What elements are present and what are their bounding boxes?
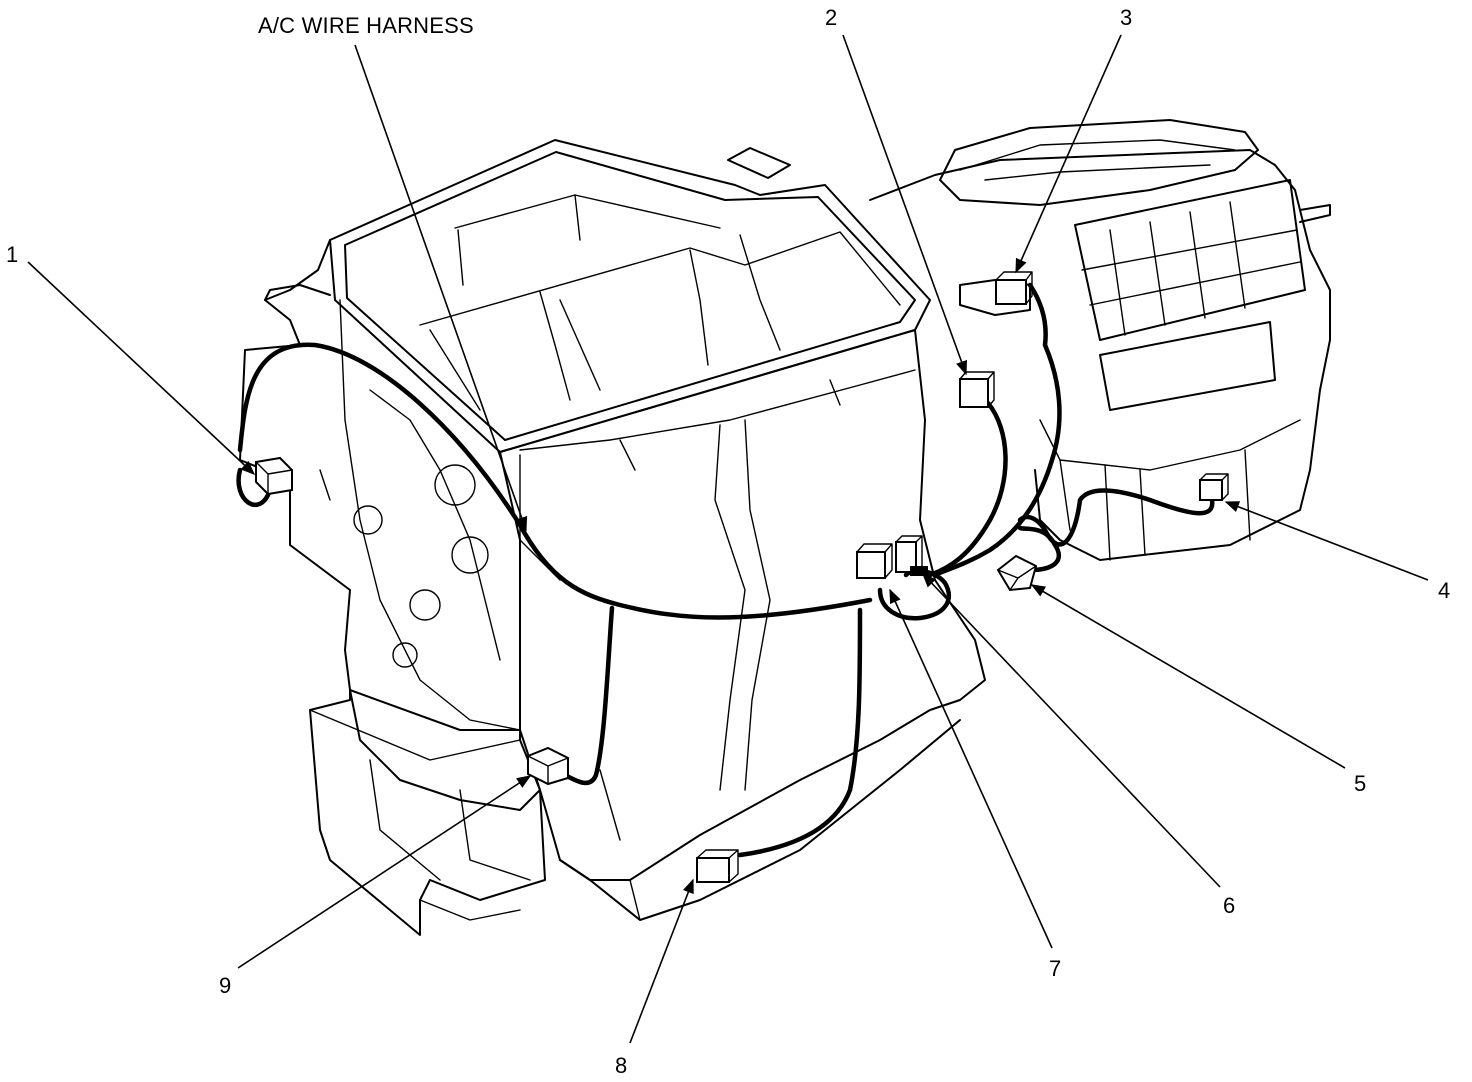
callout-2: 2 <box>825 5 837 30</box>
callout-6: 6 <box>1223 893 1235 918</box>
wire-loop-6-7 <box>877 568 952 621</box>
leader-3 <box>1015 34 1122 274</box>
wire-to-connector-3 <box>932 282 1062 578</box>
leader-lines <box>27 34 1429 1044</box>
hvac-unit-outline <box>239 119 1331 936</box>
harness-label: A/C WIRE HARNESS <box>258 13 474 38</box>
connectors <box>255 271 1229 883</box>
leader-8 <box>629 878 694 1044</box>
leader-9 <box>237 775 532 969</box>
labels: A/C WIRE HARNESS 1 2 3 4 5 6 7 8 9 <box>6 5 1450 1078</box>
callout-3: 3 <box>1120 5 1132 30</box>
harness-wires <box>236 282 1215 858</box>
connector-4[interactable] <box>1199 473 1229 501</box>
leader-4 <box>1224 501 1429 581</box>
main-harness-trunk <box>237 342 873 620</box>
leader-7 <box>889 588 1053 949</box>
connector-5[interactable] <box>996 554 1038 592</box>
leader-harness <box>354 44 528 532</box>
callout-1: 1 <box>6 242 18 267</box>
wire-to-connector-5 <box>1017 525 1062 573</box>
wire-to-connector-8 <box>737 607 863 858</box>
connector-2[interactable] <box>959 371 995 408</box>
wire-to-connector-4 <box>1017 488 1215 547</box>
callout-8: 8 <box>615 1053 627 1078</box>
leader-2 <box>842 34 967 376</box>
callout-5: 5 <box>1354 771 1366 796</box>
connector-7[interactable] <box>856 543 893 579</box>
leader-1 <box>27 261 256 475</box>
leader-5 <box>1030 584 1346 769</box>
connector-3[interactable] <box>995 271 1033 305</box>
callout-4: 4 <box>1438 578 1450 603</box>
leader-6 <box>922 572 1221 888</box>
wire-to-connector-2 <box>927 400 1008 578</box>
callout-7: 7 <box>1049 956 1061 981</box>
connector-1[interactable] <box>255 456 293 496</box>
connector-6[interactable] <box>895 535 928 576</box>
connector-9[interactable] <box>527 746 569 786</box>
callout-9: 9 <box>219 973 231 998</box>
connector-8[interactable] <box>696 849 739 883</box>
wire-to-connector-1 <box>236 467 273 507</box>
wire-to-connector-9 <box>562 605 615 786</box>
